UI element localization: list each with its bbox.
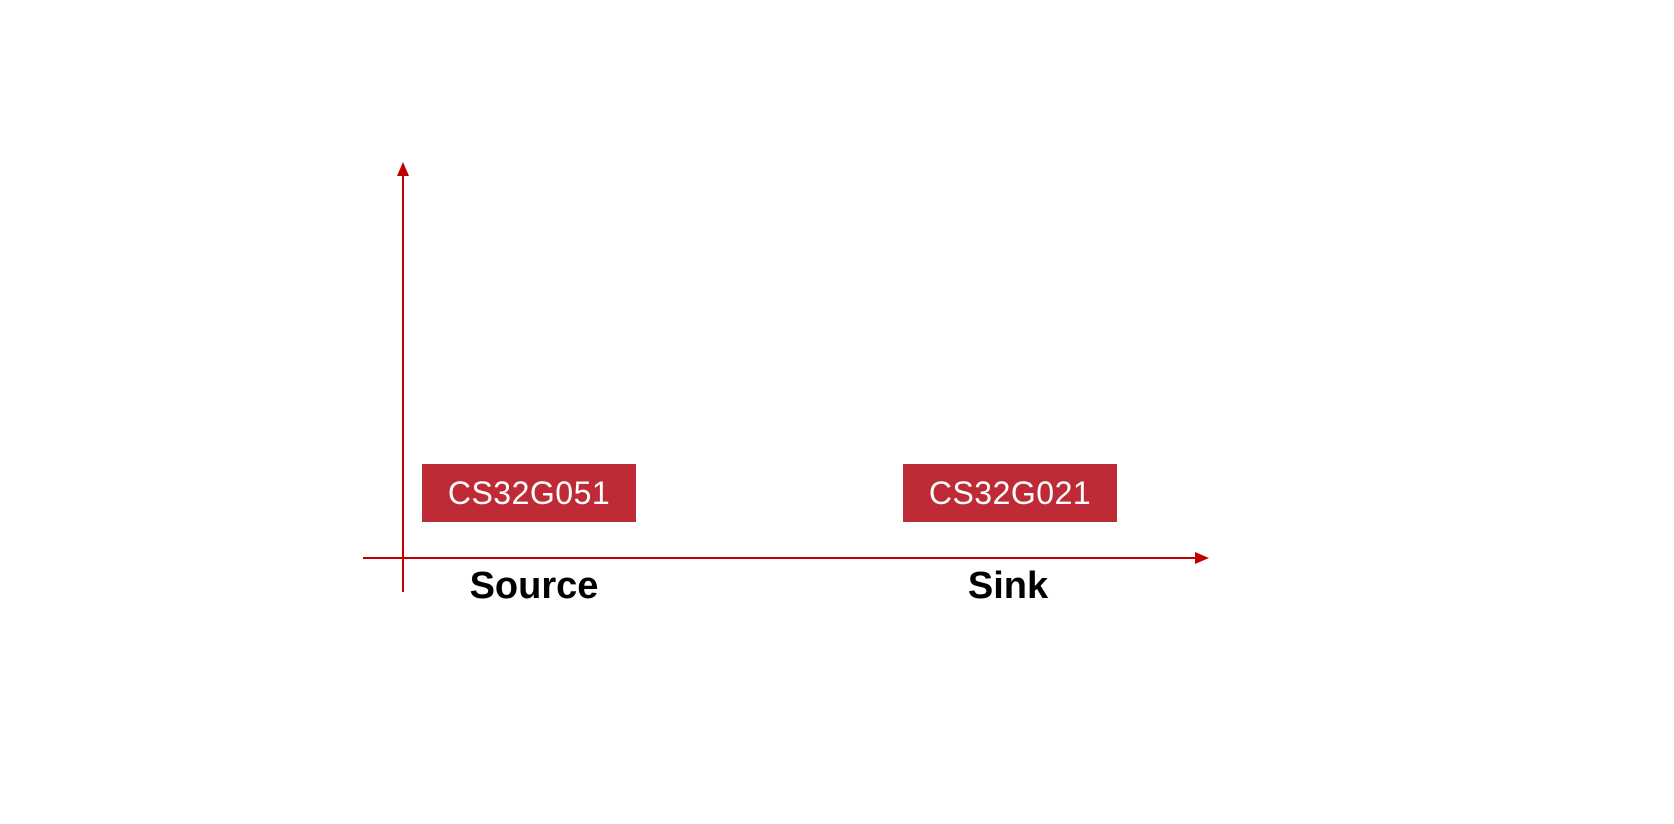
chip-box-source: CS32G051 [422,464,636,522]
y-axis-arrow-up-icon [397,162,409,176]
x-axis-line [363,557,1196,559]
y-axis-line [402,175,404,592]
x-axis-category-label-sink: Sink [967,565,1049,607]
chip-box-sink: CS32G021 [903,464,1117,522]
x-axis-arrow-right-icon [1195,552,1209,564]
x-axis-category-label-source: Source [469,565,599,607]
chip-box-source-label: CS32G051 [447,474,611,511]
chip-box-sink-label: CS32G021 [928,474,1092,511]
